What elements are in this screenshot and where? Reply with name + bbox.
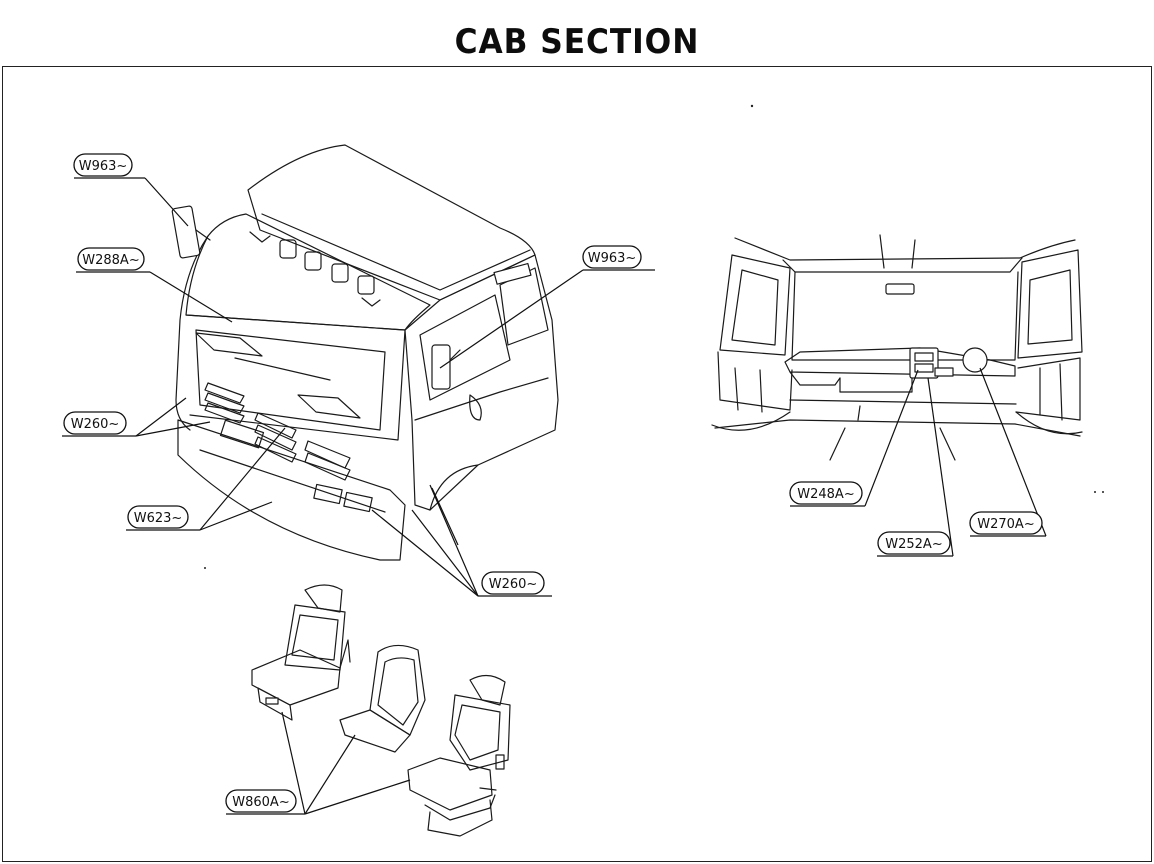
diagram-frame: [2, 66, 1152, 862]
callout-w623: W623~: [127, 505, 189, 529]
callout-w860a: W860A~: [225, 789, 297, 813]
callout-w260-left: W260~: [63, 411, 127, 435]
callout-w252a: W252A~: [877, 531, 951, 555]
cab-exterior-drawing: [171, 144, 559, 561]
callout-label: W963~: [588, 251, 637, 266]
callout-label: W288A~: [82, 253, 139, 268]
callout-w248a: W248A~: [789, 481, 863, 505]
callout-w270a: W270A~: [969, 511, 1043, 535]
callout-w963-left: W963~: [73, 153, 133, 177]
seats-drawing: [251, 584, 511, 837]
callout-label: W623~: [134, 511, 183, 526]
leader-lines: [62, 177, 1047, 815]
callout-label: W260~: [489, 577, 538, 592]
callout-label: W248A~: [797, 487, 854, 502]
callout-label: W270A~: [977, 517, 1034, 532]
callout-label: W963~: [79, 159, 128, 174]
page-title: CAB SECTION: [454, 22, 700, 62]
callout-w288a: W288A~: [77, 247, 145, 271]
callout-label: W252A~: [885, 537, 942, 552]
callout-w260-right: W260~: [481, 571, 545, 595]
cab-interior-drawing: [711, 234, 1083, 461]
callout-w963-right: W963~: [582, 245, 642, 269]
callout-label: W860A~: [232, 795, 289, 810]
callout-label: W260~: [71, 417, 120, 432]
